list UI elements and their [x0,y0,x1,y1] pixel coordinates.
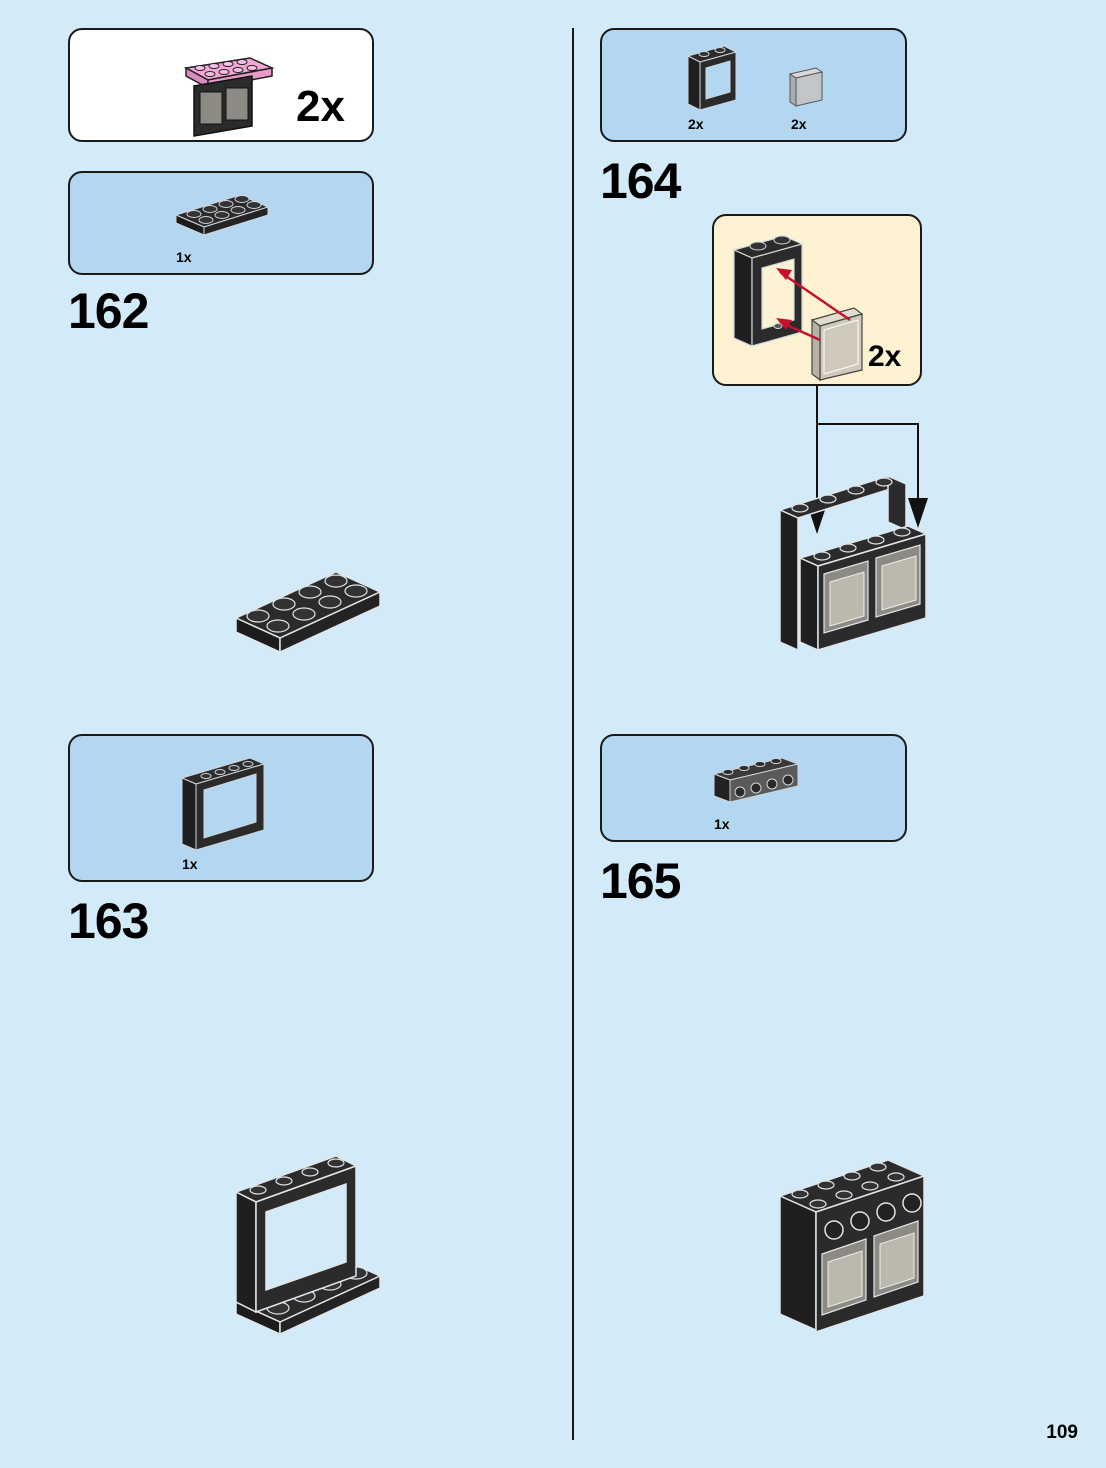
part-quantity: 2x [791,116,807,132]
part-quantity: 1x [714,816,730,832]
black-plate-2x4-icon [174,194,270,236]
step-163-parts-box: 1x [68,734,374,882]
black-window-frame-1x4x3-icon [180,757,266,851]
step-number-162: 162 [68,283,149,339]
column-divider [572,28,574,1440]
step-164-parts-box: 2x 2x [600,28,907,142]
window-glass-insertion-icon [732,235,864,382]
step-165-model-windows-with-brick [777,1159,927,1334]
black-brick-1x4-studs-on-side-icon [712,757,800,803]
step-number-165: 165 [600,853,681,909]
callout-quantity: 2x [868,340,902,373]
step-162-parts-box: 1x [68,171,374,275]
step-162-model-plate [234,571,382,654]
page-number: 109 [1046,1422,1078,1443]
subassembly-quantity: 2x [296,82,345,131]
step-number-164: 164 [600,153,681,209]
step-164-callout: 2x [712,214,922,386]
step-164-model-double-window [777,474,929,652]
part-quantity: 1x [182,856,198,872]
part-quantity: 1x [176,249,192,265]
step-number-163: 163 [68,893,149,949]
step-165-parts-box: 1x [600,734,907,842]
subassembly-box: 2x [68,28,374,142]
black-window-frame-1x2x2-icon [686,45,738,111]
trans-clear-glass-pane-icon [788,67,824,107]
pink-plate-subassembly-icon [183,57,275,137]
step-163-model-window-on-plate [234,1155,382,1336]
part-quantity: 2x [688,116,704,132]
